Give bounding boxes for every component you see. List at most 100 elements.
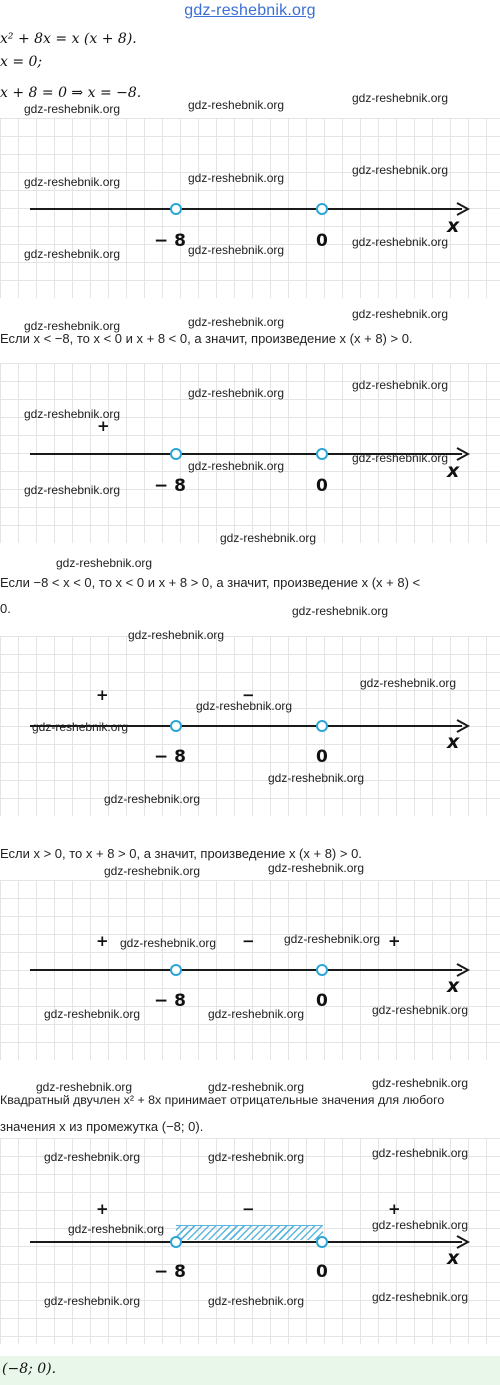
watermark: gdz-reshebnik.org	[188, 171, 285, 185]
number-line-diagram-2: − 8 0 x + gdz-reshebnik.org gdz-reshebni…	[0, 363, 500, 545]
watermark: gdz-reshebnik.org	[352, 378, 449, 392]
axis-variable: x	[447, 731, 460, 753]
sign-plus: +	[97, 417, 110, 435]
case-2-text-line-1: Если −8 < x < 0, то x < 0 и x + 8 > 0, а…	[0, 575, 421, 590]
label-zero: 0	[316, 991, 328, 1011]
watermark: gdz-reshebnik.org	[352, 163, 449, 177]
watermark: gdz-reshebnik.org	[24, 483, 121, 497]
label-minus-eight: − 8	[154, 231, 186, 251]
watermark: gdz-reshebnik.org	[208, 1150, 305, 1164]
sign-minus: −	[242, 686, 255, 704]
watermark: gdz-reshebnik.org	[188, 315, 285, 329]
sign-plus: +	[388, 932, 401, 950]
axis-variable: x	[447, 975, 460, 997]
watermark: gdz-reshebnik.org	[24, 102, 121, 116]
solution-interval-hatch	[176, 1225, 323, 1240]
point-minus-eight	[170, 203, 182, 215]
number-line-diagram-1: − 8 0 x gdz-reshebnik.org gdz-reshebnik.…	[0, 91, 500, 298]
watermark: gdz-reshebnik.org	[120, 936, 217, 950]
watermark: gdz-reshebnik.org	[128, 628, 225, 642]
watermark: gdz-reshebnik.org	[208, 1294, 305, 1308]
point-minus-eight	[170, 720, 182, 732]
case-1-text: Если x < −8, то x < 0 и x + 8 < 0, а зна…	[0, 331, 413, 346]
site-title[interactable]: gdz-reshebnik.org	[184, 2, 316, 19]
summary-text-line-1: Квадратный двучлен x² + 8x принимает отр…	[0, 1093, 445, 1107]
axis-line	[30, 1241, 462, 1243]
label-zero: 0	[316, 747, 328, 767]
point-zero	[316, 964, 328, 976]
watermark: gdz-reshebnik.org	[56, 556, 153, 570]
point-minus-eight	[170, 1236, 182, 1248]
axis-variable: x	[447, 460, 460, 482]
point-zero	[316, 720, 328, 732]
watermark: gdz-reshebnik.org	[292, 604, 389, 618]
watermark: gdz-reshebnik.org	[44, 1007, 141, 1021]
watermark: gdz-reshebnik.org	[24, 407, 121, 421]
label-minus-eight: − 8	[154, 1262, 186, 1282]
factor-equation: x² + 8x = x (x + 8).	[0, 31, 137, 47]
watermark: gdz-reshebnik.org	[208, 1080, 305, 1094]
root-zero: x = 0;	[0, 54, 43, 70]
watermark: gdz-reshebnik.org	[188, 386, 285, 400]
sign-plus: +	[388, 1200, 401, 1218]
label-zero: 0	[316, 476, 328, 496]
watermark: gdz-reshebnik.org	[372, 1076, 469, 1090]
watermark: gdz-reshebnik.org	[24, 247, 121, 261]
watermark: gdz-reshebnik.org	[188, 459, 285, 473]
watermark: gdz-reshebnik.org	[44, 1150, 141, 1164]
watermark: gdz-reshebnik.org	[32, 720, 129, 734]
case-2-text-line-2: 0.	[0, 601, 11, 616]
watermark: gdz-reshebnik.org	[352, 451, 449, 465]
label-minus-eight: − 8	[154, 747, 186, 767]
watermark: gdz-reshebnik.org	[68, 1222, 165, 1236]
axis-line	[30, 969, 462, 971]
number-line-diagram-5: − 8 0 x + − + gdz-reshebnik.org gdz-resh…	[0, 1138, 500, 1344]
label-zero: 0	[316, 1262, 328, 1282]
watermark: gdz-reshebnik.org	[104, 792, 201, 806]
axis-line	[30, 453, 462, 455]
watermark: gdz-reshebnik.org	[24, 319, 121, 333]
watermark: gdz-reshebnik.org	[372, 1290, 469, 1304]
sign-plus: +	[96, 1200, 109, 1218]
sign-plus: +	[96, 686, 109, 704]
summary-text-line-2: значения x из промежутка (−8; 0).	[0, 1119, 204, 1134]
watermark: gdz-reshebnik.org	[196, 699, 293, 713]
point-minus-eight	[170, 964, 182, 976]
watermark: gdz-reshebnik.org	[284, 932, 381, 946]
watermark: gdz-reshebnik.org	[268, 771, 365, 785]
watermark: gdz-reshebnik.org	[188, 98, 285, 112]
axis-line	[30, 208, 462, 210]
label-zero: 0	[316, 231, 328, 251]
point-zero	[316, 448, 328, 460]
watermark: gdz-reshebnik.org	[44, 1294, 141, 1308]
axis-variable: x	[447, 1247, 460, 1269]
watermark: gdz-reshebnik.org	[208, 1007, 305, 1021]
root-minus-eight: x + 8 = 0 ⇒ x = −8.	[0, 85, 142, 101]
watermark: gdz-reshebnik.org	[352, 307, 449, 321]
axis-line	[30, 725, 462, 727]
watermark: gdz-reshebnik.org	[352, 91, 449, 105]
point-zero	[316, 1236, 328, 1248]
label-minus-eight: − 8	[154, 476, 186, 496]
sign-minus: −	[242, 932, 255, 950]
watermark: gdz-reshebnik.org	[36, 1080, 133, 1094]
number-line-diagram-3: − 8 0 x + − gdz-reshebnik.org gdz-resheb…	[0, 628, 500, 816]
point-zero	[316, 203, 328, 215]
number-line-diagram-4: − 8 0 x + − + gdz-reshebnik.org gdz-resh…	[0, 880, 500, 1060]
watermark: gdz-reshebnik.org	[372, 1003, 469, 1017]
watermark: gdz-reshebnik.org	[352, 235, 449, 249]
case-3-text: Если x > 0, то x + 8 > 0, а значит, прои…	[0, 846, 362, 861]
sign-minus: −	[242, 1200, 255, 1218]
answer-text: (−8; 0).	[2, 1361, 57, 1377]
watermark: gdz-reshebnik.org	[268, 861, 365, 875]
watermark: gdz-reshebnik.org	[24, 175, 121, 189]
watermark: gdz-reshebnik.org	[188, 243, 285, 257]
point-minus-eight	[170, 448, 182, 460]
axis-variable: x	[447, 215, 460, 237]
watermark: gdz-reshebnik.org	[372, 1218, 469, 1232]
sign-plus: +	[96, 932, 109, 950]
answer-box: (−8; 0).	[0, 1356, 500, 1385]
watermark: gdz-reshebnik.org	[220, 531, 317, 545]
watermark: gdz-reshebnik.org	[372, 1146, 469, 1160]
watermark: gdz-reshebnik.org	[360, 676, 457, 690]
